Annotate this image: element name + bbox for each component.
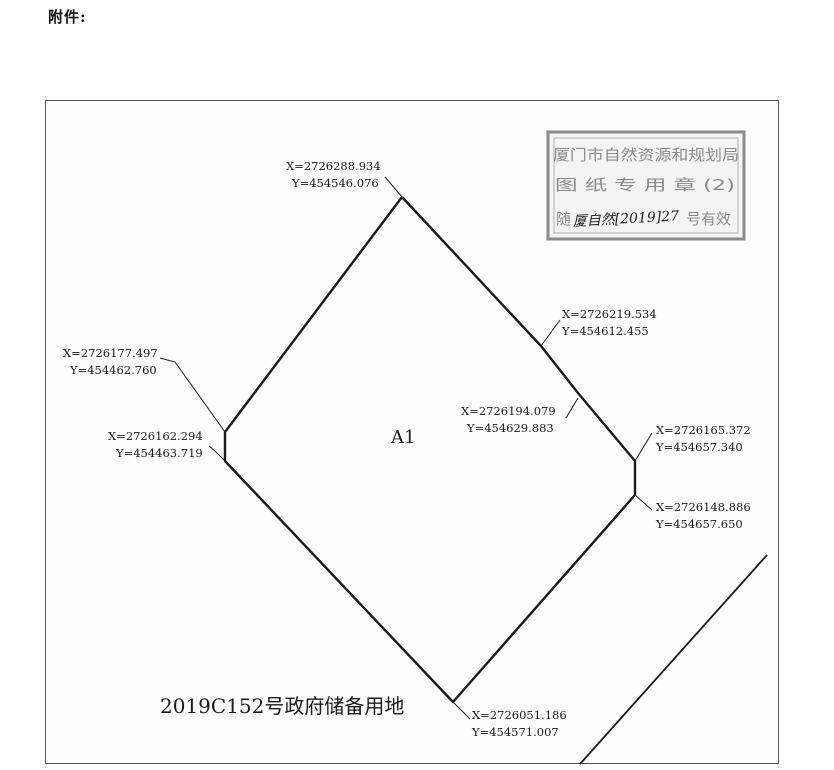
- coord-label-4: X=2726194.079 Y=454629.883: [461, 404, 556, 435]
- coord-label-5: X=2726162.294 Y=454463.719: [108, 429, 203, 460]
- attachment-heading: 附件:: [48, 8, 87, 26]
- coord-label-7: X=2726148.886 Y=454657.650: [655, 500, 751, 531]
- coord-y-8: Y=454571.007: [471, 725, 559, 739]
- adjacent-road-line: [579, 554, 768, 765]
- leader-line-5: [208, 445, 226, 462]
- coord-label-8: X=2726051.186 Y=454571.007: [471, 708, 567, 739]
- coord-y-3: Y=454462.760: [69, 363, 157, 377]
- coord-x-5: X=2726162.294: [108, 429, 203, 443]
- coord-y-6: Y=454657.340: [655, 440, 743, 454]
- coord-x-1: X=2726288.934: [286, 159, 381, 173]
- leader-line-7: [634, 494, 653, 511]
- coord-y-2: Y=454612.455: [561, 324, 649, 338]
- coord-x-6: X=2726165.372: [656, 423, 751, 437]
- coord-y-1: Y=454546.076: [291, 176, 379, 190]
- plan-title: 2019C152号政府储备用地: [160, 694, 404, 718]
- stamp-handwriting: 厦自然[2019]27: [572, 208, 679, 230]
- coord-x-2: X=2726219.534: [562, 307, 657, 321]
- leader-line-3: [159, 357, 226, 433]
- leader-line-4: [565, 397, 579, 419]
- stamp-line-3-right: 号有效: [686, 210, 731, 228]
- coord-label-2: X=2726219.534 Y=454612.455: [561, 307, 657, 338]
- leader-line-2: [540, 319, 561, 347]
- coord-label-6: X=2726165.372 Y=454657.340: [655, 423, 751, 454]
- leader-line-1: [384, 176, 403, 198]
- coord-y-5: Y=454463.719: [115, 446, 203, 460]
- coord-x-4: X=2726194.079: [461, 404, 556, 418]
- coord-y-7: Y=454657.650: [655, 517, 743, 531]
- coord-x-8: X=2726051.186: [472, 708, 567, 722]
- parcel-id-label: A1: [390, 427, 415, 448]
- stamp-line-3-left: 随: [556, 210, 571, 228]
- coord-y-4: Y=454629.883: [466, 421, 554, 435]
- coord-x-3: X=2726177.497: [63, 346, 158, 360]
- leader-line-6: [634, 432, 653, 462]
- coord-x-7: X=2726148.886: [656, 500, 751, 514]
- leader-line-8: [452, 701, 471, 720]
- parcel-boundary: [223, 196, 637, 704]
- stamp-line-2: 图 纸 专 用 章 (2): [555, 176, 735, 194]
- official-seal-stamp: 厦门市自然资源和规划局 图 纸 专 用 章 (2) 随 号有效 厦自然[2019…: [546, 130, 746, 241]
- coord-label-1: X=2726288.934 Y=454546.076: [286, 159, 381, 190]
- coord-label-3: X=2726177.497 Y=454462.760: [63, 346, 158, 377]
- stamp-line-1: 厦门市自然资源和规划局: [553, 146, 739, 164]
